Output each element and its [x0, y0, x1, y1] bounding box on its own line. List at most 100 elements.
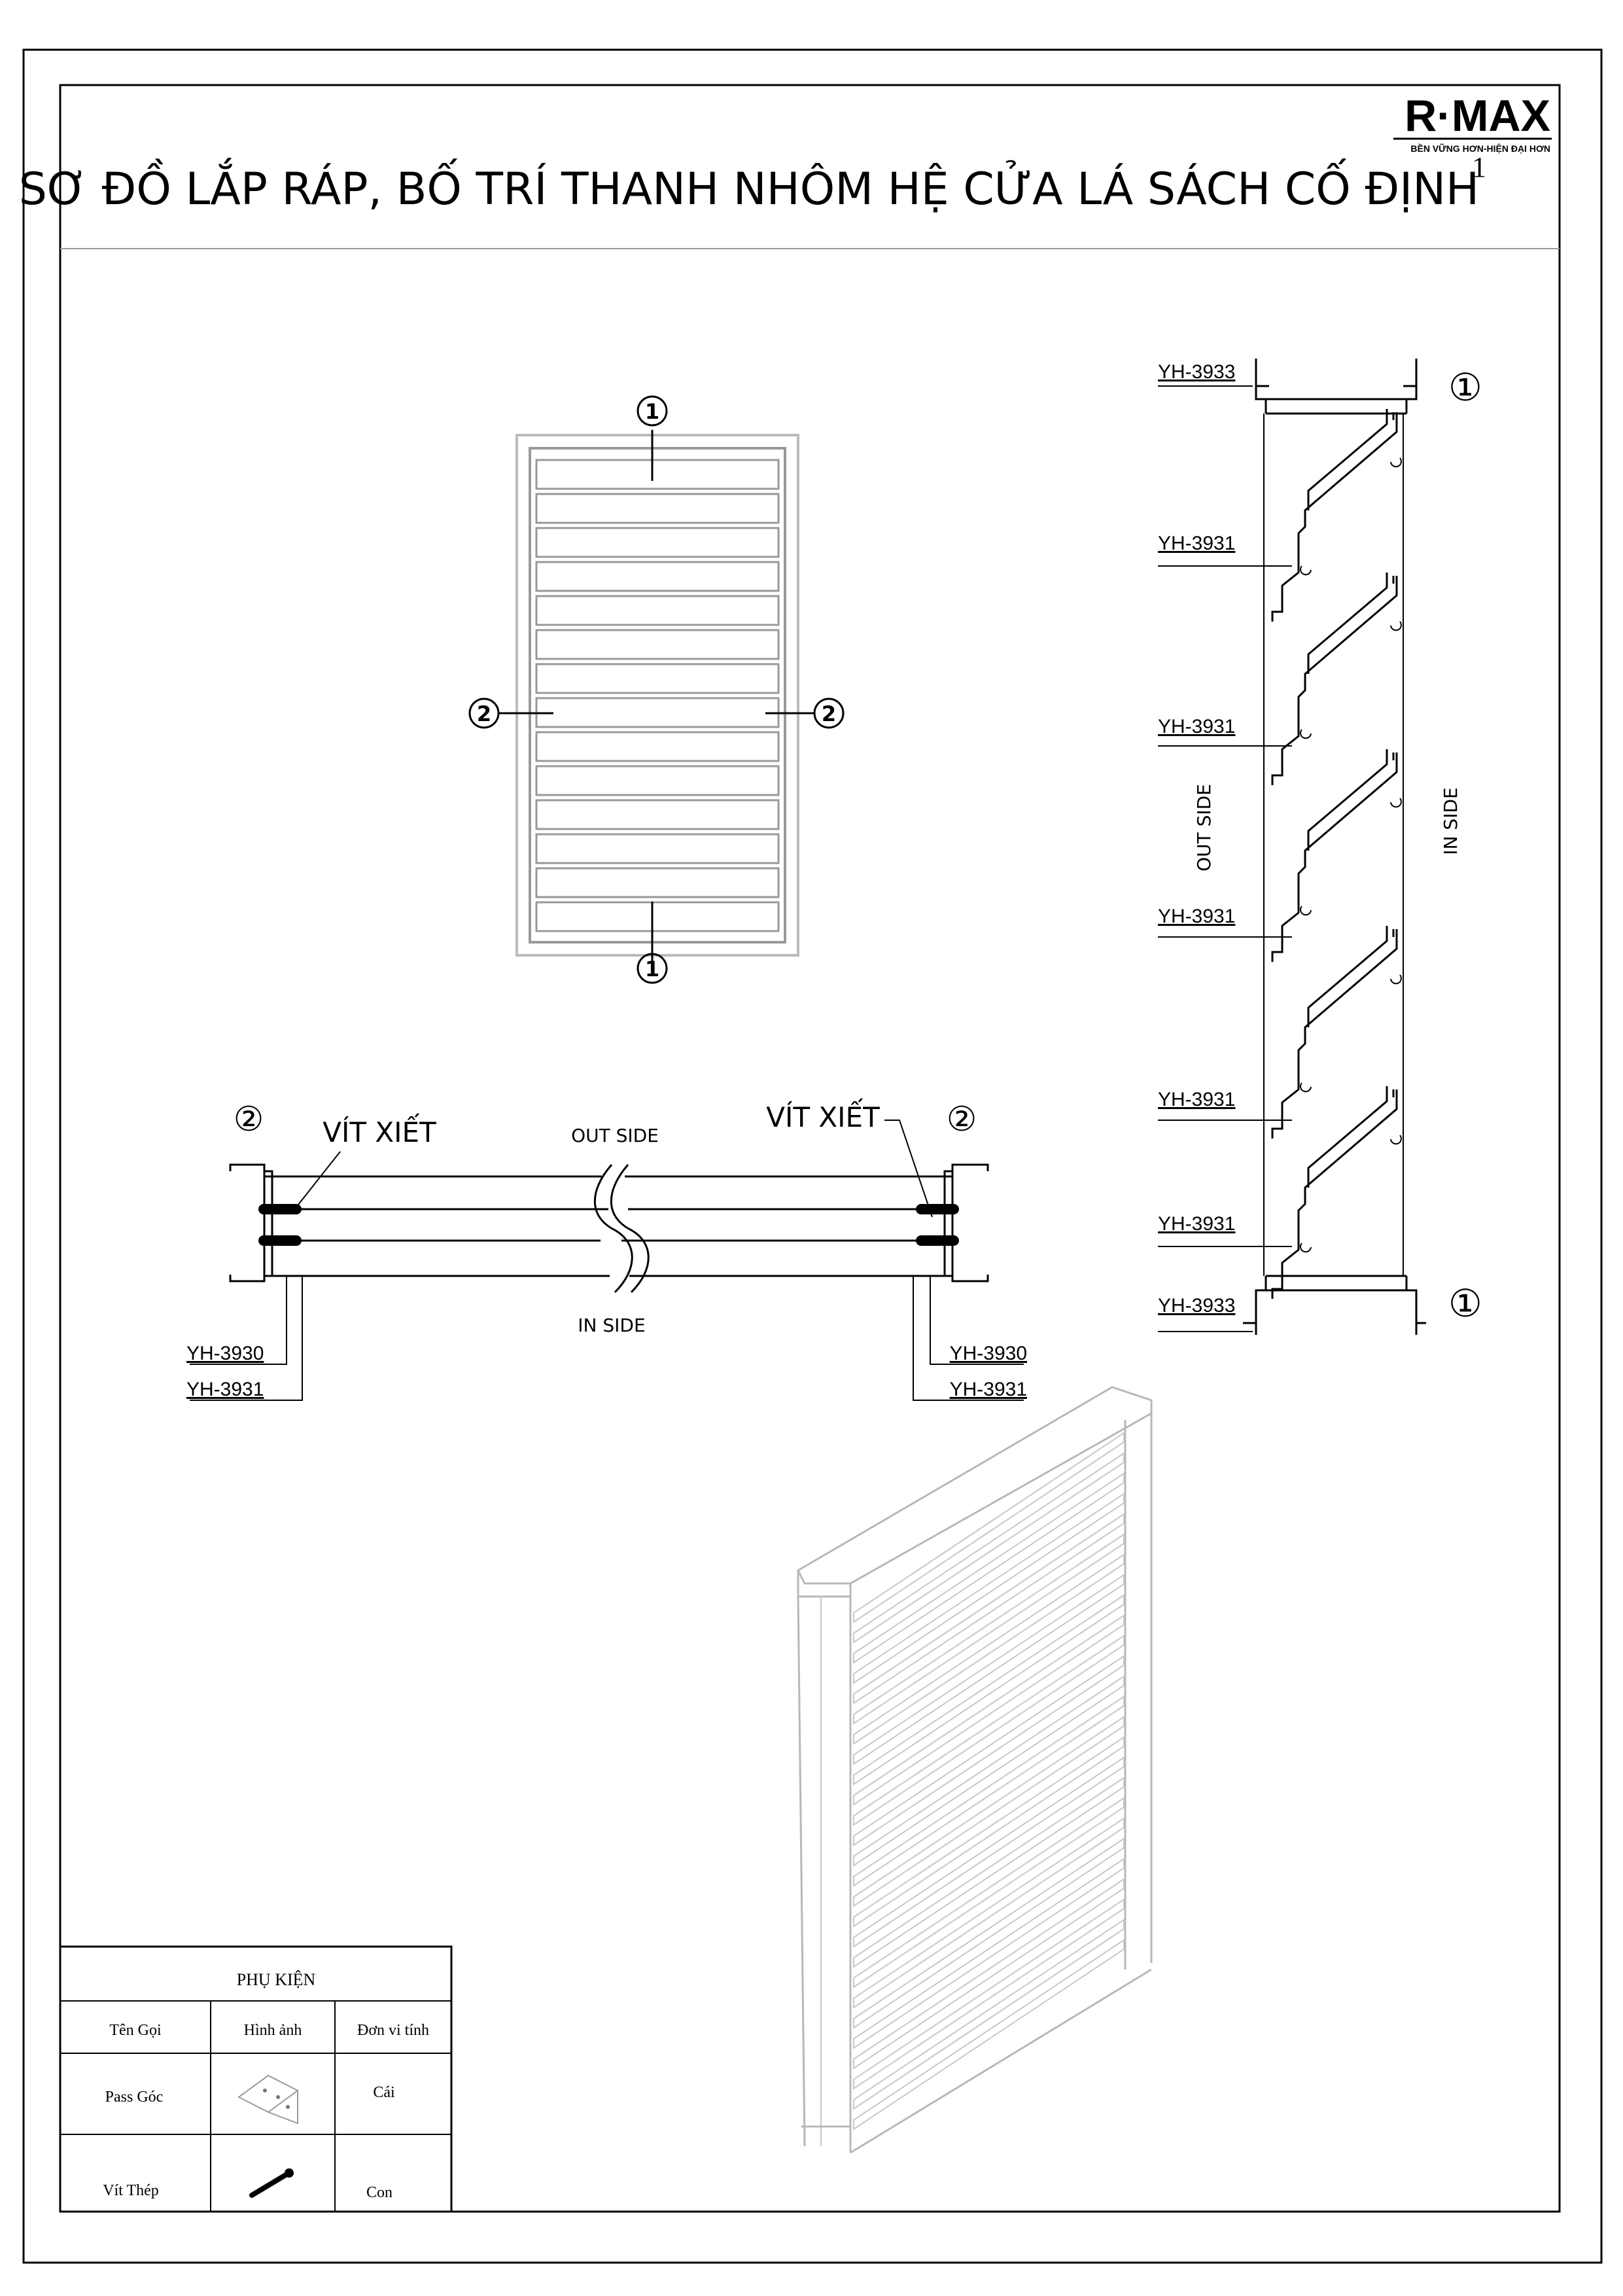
marker-2-left: ② — [234, 1100, 264, 1139]
perspective-view — [797, 1386, 1153, 2154]
perspective-louver — [853, 1432, 1125, 1623]
marker-1-top: 1 — [637, 395, 668, 427]
code-left-3931: YH-3931 — [186, 1379, 264, 1400]
front-slat — [535, 799, 780, 830]
label-out-side: OUT SIDE — [571, 1125, 659, 1146]
perspective-louver — [853, 1492, 1125, 1684]
front-slat — [535, 697, 780, 728]
perspective-louver — [853, 1918, 1125, 2110]
svg-text:2: 2 — [477, 701, 491, 726]
code-right-3931: YH-3931 — [950, 1379, 1027, 1400]
perspective-louver — [853, 1553, 1125, 1745]
perspective-louver — [853, 1655, 1125, 1846]
perspective-louver — [853, 1817, 1125, 2009]
perspective-louver — [853, 1472, 1125, 1664]
front-slats — [535, 459, 780, 932]
svg-text:1: 1 — [645, 399, 659, 424]
perspective-louver — [853, 1858, 1125, 2049]
section-code: YH-3931 — [1158, 1089, 1235, 1110]
col-header-name: Tên Gọi — [109, 2022, 162, 2039]
louver-blade — [1271, 412, 1398, 622]
louver-blade — [1271, 752, 1398, 962]
logo-slogan: BỀN VỮNG HƠN-HIỆN ĐẠI HƠN — [1410, 143, 1550, 154]
table-heading: PHỤ KIỆN — [237, 1970, 316, 1989]
marker-1-top: ① — [1448, 365, 1482, 410]
front-slat — [535, 833, 780, 864]
perspective-louver — [853, 1878, 1125, 2070]
page-title: SƠ ĐỒ LẮP RÁP, BỐ TRÍ THANH NHÔM HỆ CỬA … — [19, 158, 1479, 215]
code-left-3930: YH-3930 — [186, 1343, 264, 1364]
section-code: YH-3933 — [1158, 1295, 1235, 1316]
label-in-side: IN SIDE — [1440, 787, 1461, 855]
inner-frame — [529, 447, 786, 944]
louver-blade — [1271, 1089, 1398, 1299]
col-header-unit: Đơn vi tính — [357, 2022, 429, 2039]
section-code: YH-3933 — [1158, 361, 1235, 383]
front-slat — [535, 459, 780, 490]
perspective-louver — [853, 1614, 1125, 1806]
perspective-louver — [853, 1634, 1125, 1826]
perspective-louver — [853, 1837, 1125, 2029]
label-in-side: IN SIDE — [578, 1315, 645, 1336]
left-frame-profile — [229, 1163, 266, 1282]
row-name-pass-goc: Pass Góc — [105, 2089, 164, 2106]
marker-2-right: 2 — [813, 698, 845, 729]
svg-text:1: 1 — [645, 957, 659, 981]
inner-border — [59, 84, 1561, 2213]
vertical-section: YH-3933YH-3931YH-3931YH-3931YH-3931YH-39… — [1158, 359, 1482, 1335]
front-slat — [535, 731, 780, 762]
front-slat — [535, 765, 780, 796]
label-out-side: OUT SIDE — [1193, 784, 1215, 872]
front-slat — [535, 901, 780, 932]
perspective-louver — [853, 1675, 1125, 1867]
svg-text:2: 2 — [822, 701, 836, 726]
front-slat — [535, 527, 780, 558]
marker-2-left: 2 — [468, 698, 500, 729]
section-code: YH-3931 — [1158, 716, 1235, 737]
outer-frame — [515, 434, 799, 957]
col-header-image: Hình ảnh — [244, 2022, 302, 2039]
screw-right-bottom — [916, 1235, 959, 1246]
bottom-frame-profile — [1255, 1289, 1418, 1335]
perspective-louver — [853, 1533, 1125, 1725]
perspective-louver — [853, 1939, 1125, 2130]
row-unit-cai: Cái — [373, 2084, 395, 2101]
label-vit-xiet-left: VÍT XIẾT — [323, 1113, 436, 1148]
rmax-logo: R·MAX BỀN VỮNG HƠN-HIỆN ĐẠI HƠN — [1393, 91, 1552, 154]
perspective-louver — [853, 1513, 1125, 1704]
front-slat — [535, 867, 780, 898]
marker-2-right: ② — [947, 1100, 977, 1139]
section-code: YH-3931 — [1158, 906, 1235, 927]
outer-border — [22, 48, 1603, 2264]
steel-screw-icon — [249, 2168, 294, 2198]
perspective-louver — [853, 1898, 1125, 2090]
break-symbol — [593, 1164, 633, 1294]
corner-bracket-icon — [237, 2074, 299, 2125]
screw-right-top — [916, 1204, 959, 1214]
accessories-table: PHỤ KIỆN Tên Gọi Hình ảnh Đơn vi tính Pa… — [59, 1945, 453, 2213]
marker-1-bottom: ① — [1448, 1281, 1482, 1326]
right-frame-profile — [951, 1163, 989, 1282]
front-slat — [535, 561, 780, 592]
perspective-louver — [853, 1776, 1125, 1968]
perspective-louver — [853, 1574, 1125, 1765]
horizontal-section: ② ② VÍT XIẾT VÍT XIẾT OUT SIDE IN SIDE — [186, 1098, 1027, 1401]
perspective-louver — [853, 1695, 1125, 1887]
perspective-louver — [853, 1452, 1125, 1644]
perspective-louver — [853, 1716, 1125, 1907]
marker-1-bottom: 1 — [637, 953, 668, 984]
top-frame-profile — [1255, 359, 1418, 400]
section-code: YH-3931 — [1158, 1213, 1235, 1235]
front-slat — [535, 663, 780, 694]
front-slat — [535, 629, 780, 660]
front-slat — [535, 493, 780, 524]
perspective-louver — [853, 1594, 1125, 1786]
row-name-vit-thep: Vít Thép — [103, 2182, 159, 2199]
row-unit-con: Con — [366, 2184, 393, 2201]
perspective-louver — [853, 1756, 1125, 1948]
screw-left-top — [258, 1204, 302, 1214]
label-vit-xiet-right: VÍT XIẾT — [766, 1098, 880, 1133]
perspective-louver — [853, 1736, 1125, 1928]
perspective-louver — [853, 1797, 1125, 1988]
